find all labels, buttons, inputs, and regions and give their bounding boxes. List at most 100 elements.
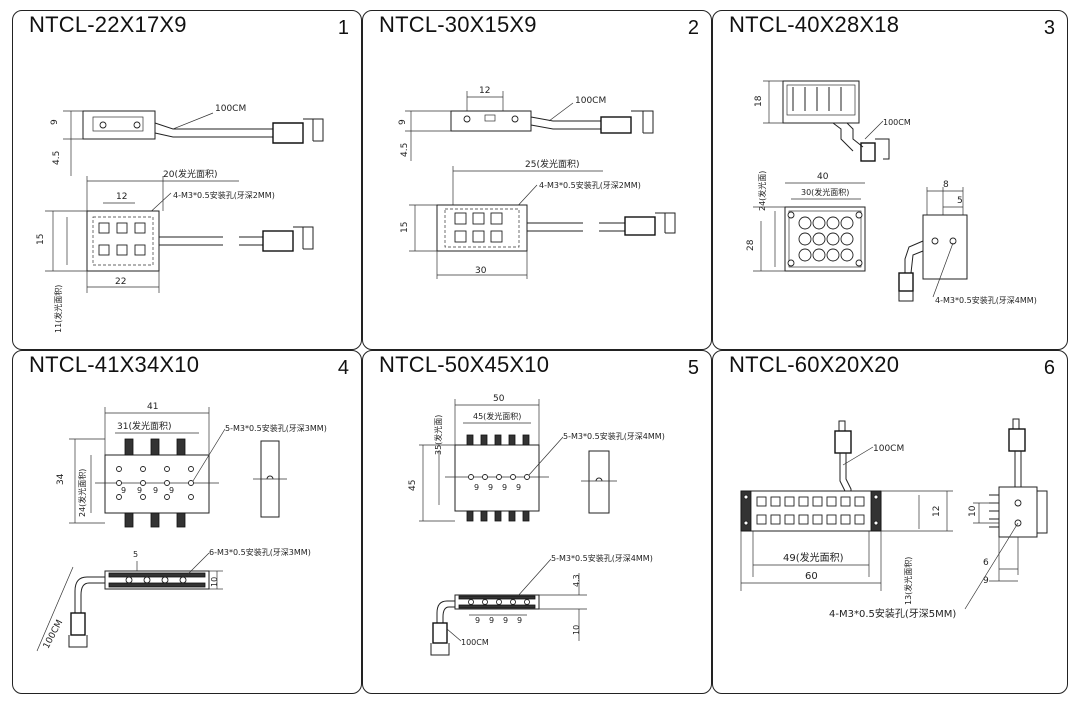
panel-title: NTCL-30X15X9 bbox=[379, 12, 537, 37]
led-lens bbox=[798, 232, 812, 246]
screw-hole bbox=[125, 576, 133, 584]
led-lens bbox=[812, 248, 826, 262]
dim-9-label: 9 bbox=[50, 119, 60, 125]
led-lens bbox=[826, 248, 840, 262]
panel-number: 3 bbox=[1043, 17, 1055, 39]
led-cell bbox=[784, 514, 795, 525]
connector bbox=[600, 116, 632, 134]
mount-tab bbox=[494, 510, 502, 522]
mount-tab bbox=[494, 434, 502, 446]
panel-number: 4 bbox=[337, 357, 349, 379]
drawing-ntcl-22x17x9: 100CM 9 4.5 20(发光面积) 12 4-M3*0.5安装孔(牙深2M… bbox=[36, 104, 324, 333]
mount-tab bbox=[480, 510, 488, 522]
led-cell bbox=[798, 514, 809, 525]
panel-2: NTCL-30X15X9 2 12 100CM 9 4.5 25(发光面积) 4… bbox=[362, 10, 712, 350]
screw-hole bbox=[873, 494, 879, 500]
dim-18-label: 18 bbox=[754, 95, 764, 107]
dim-40-label: 40 bbox=[817, 172, 829, 182]
led-lens bbox=[840, 232, 854, 246]
connector-plug bbox=[838, 420, 846, 432]
leader-line bbox=[842, 446, 874, 466]
screw-hole bbox=[116, 494, 122, 500]
area-35-label: 35(发光面) bbox=[433, 415, 443, 455]
led-lens bbox=[826, 216, 840, 230]
screw-hole bbox=[873, 520, 879, 526]
area-20-label: 20(发光面积) bbox=[163, 168, 217, 180]
screw-hole bbox=[143, 576, 151, 584]
mount-tab bbox=[480, 434, 488, 446]
screw-hole bbox=[161, 576, 169, 584]
connector-plug bbox=[430, 643, 450, 656]
side-view-strip bbox=[458, 604, 536, 609]
panel-1: NTCL-22X17X9 1 100CM 9 4.5 20(发光面积) 12 4… bbox=[12, 10, 362, 350]
mount-tab bbox=[176, 512, 186, 528]
led-cell bbox=[812, 514, 823, 525]
dim-5-label: 5 bbox=[957, 196, 963, 206]
dim-12-label: 12 bbox=[932, 506, 942, 517]
led-cell bbox=[826, 496, 837, 507]
led-cell bbox=[840, 514, 851, 525]
dim-6-label: 6 bbox=[983, 558, 989, 568]
pitch-label: 9 bbox=[137, 486, 142, 495]
area-24-label: 24(发光面) bbox=[757, 171, 767, 211]
screw-hole bbox=[164, 494, 170, 500]
screw-hole bbox=[164, 466, 170, 472]
dim-line bbox=[36, 566, 74, 652]
hole-spec-label: 4-M3*0.5安装孔(牙深2MM) bbox=[173, 190, 275, 200]
screw-hole bbox=[496, 474, 502, 480]
area-11-label: 11(发光面积) bbox=[53, 285, 63, 333]
cable-line bbox=[1014, 451, 1022, 487]
screw-hole bbox=[931, 237, 939, 245]
panel-number: 6 bbox=[1043, 357, 1055, 379]
cable-length-label: 100CM bbox=[883, 118, 911, 127]
screw-hole bbox=[482, 474, 488, 480]
panel-title: NTCL-60X20X20 bbox=[729, 352, 900, 377]
led-lens bbox=[812, 216, 826, 230]
leader-line bbox=[184, 552, 210, 578]
mount-tab bbox=[466, 510, 474, 522]
dim-60-label: 60 bbox=[805, 571, 818, 582]
connector-plug bbox=[1012, 418, 1020, 430]
mount-tab bbox=[508, 510, 516, 522]
panel-number: 1 bbox=[337, 17, 349, 39]
leader-line bbox=[172, 112, 214, 130]
screw-hole bbox=[468, 474, 474, 480]
panel-title: NTCL-41X34X10 bbox=[29, 352, 200, 377]
end-cap bbox=[870, 490, 882, 532]
cable-line bbox=[527, 222, 583, 232]
led-cell bbox=[490, 212, 503, 225]
area-13-label: 13(发光面积) bbox=[903, 557, 913, 605]
leader-line bbox=[516, 558, 552, 598]
dim-45-label: 4.5 bbox=[400, 143, 410, 157]
led-lens bbox=[826, 232, 840, 246]
dim-45-label: 4.5 bbox=[52, 151, 62, 165]
panel-5: NTCL-50X45X10 5 50 45(发光面积) 9 9 9 9 5-M3… bbox=[362, 350, 712, 694]
mount-tab bbox=[522, 510, 530, 522]
dim-43-label: 4.3 bbox=[572, 574, 581, 587]
emitting-area bbox=[788, 210, 862, 268]
dim-10-label: 10 bbox=[572, 625, 581, 635]
dim-12-label: 12 bbox=[116, 192, 127, 202]
cable-line bbox=[530, 116, 601, 122]
connector bbox=[70, 612, 86, 636]
cable-length-label: 100CM bbox=[42, 618, 65, 650]
area-31-label: 31(发光面积) bbox=[117, 420, 171, 432]
pitch-label: 9 bbox=[474, 483, 479, 492]
dim-8-label: 8 bbox=[943, 180, 949, 190]
end-cap bbox=[740, 490, 752, 532]
drawing-ntcl-60x20x20: 100CM 12 13(发光面积) 49(发光面积) bbox=[740, 418, 1048, 620]
cable-line bbox=[832, 122, 854, 152]
screw-hole bbox=[496, 599, 502, 605]
connector-plug bbox=[293, 226, 314, 250]
drawing-ntcl-40x28x18: 18 100CM 40 30(发光面积) 24(发光面) 28 8 bbox=[746, 80, 1037, 305]
pitch-label: 9 bbox=[169, 486, 174, 495]
end-view-hole bbox=[266, 475, 274, 480]
led-lens bbox=[840, 216, 854, 230]
led-cell bbox=[116, 244, 128, 256]
mount-tab bbox=[466, 434, 474, 446]
led-cell bbox=[472, 230, 485, 243]
cable-line bbox=[904, 240, 924, 273]
end-view-hole bbox=[595, 477, 603, 482]
led-cell bbox=[98, 244, 110, 256]
dim-10-label: 10 bbox=[210, 577, 219, 587]
